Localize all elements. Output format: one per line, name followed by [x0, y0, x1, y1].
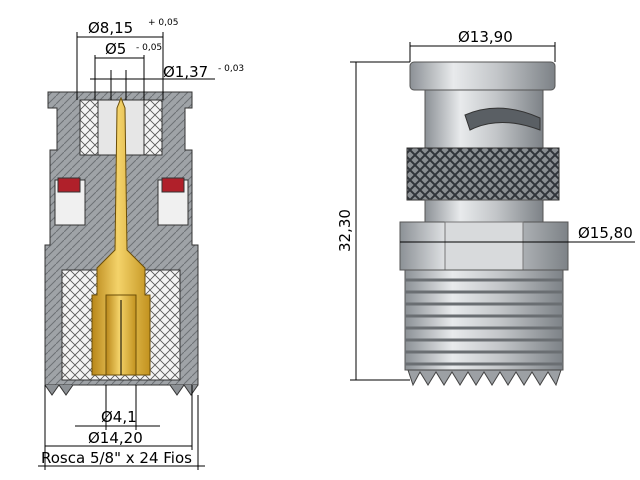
thread-teeth-bottom	[44, 384, 199, 396]
socket-diameter-label: Ø4,1	[101, 408, 137, 426]
thread-diameter-label: Ø14,20	[88, 429, 143, 447]
section-dimensions: Ø8,15 + 0,05 Ø5 - 0,05 Ø1,37 - 0,03 Ø4,1…	[38, 18, 244, 470]
exterior-dimensions: Ø13,90 Ø15,80 32,30	[336, 28, 635, 381]
bayonet-slot	[464, 107, 541, 131]
outer-tolerance-label: + 0,05	[148, 18, 178, 28]
thread-teeth	[407, 369, 562, 387]
neck	[424, 199, 544, 223]
red-seal-left	[57, 177, 81, 193]
knurled-nut	[406, 147, 560, 201]
red-seal-right	[161, 177, 185, 193]
thread-spec-label: Rosca 5/8" x 24 Fios	[41, 449, 192, 467]
pin-tolerance-label: - 0,03	[218, 64, 244, 74]
inner-diameter-label: Ø5	[105, 40, 126, 58]
section-view	[44, 91, 199, 396]
body-diameter-label: Ø15,80	[578, 224, 633, 242]
hex-flat	[444, 221, 524, 271]
pin-diameter-label: Ø1,37	[163, 63, 208, 81]
bayonet-top	[409, 61, 556, 91]
thread-body	[404, 269, 564, 371]
inner-tolerance-label: - 0,05	[136, 43, 162, 53]
outer-diameter-label: Ø8,15	[88, 19, 133, 37]
exterior-view	[399, 61, 569, 387]
overall-length-label: 32,30	[336, 209, 354, 252]
top-diameter-label: Ø13,90	[458, 28, 513, 46]
